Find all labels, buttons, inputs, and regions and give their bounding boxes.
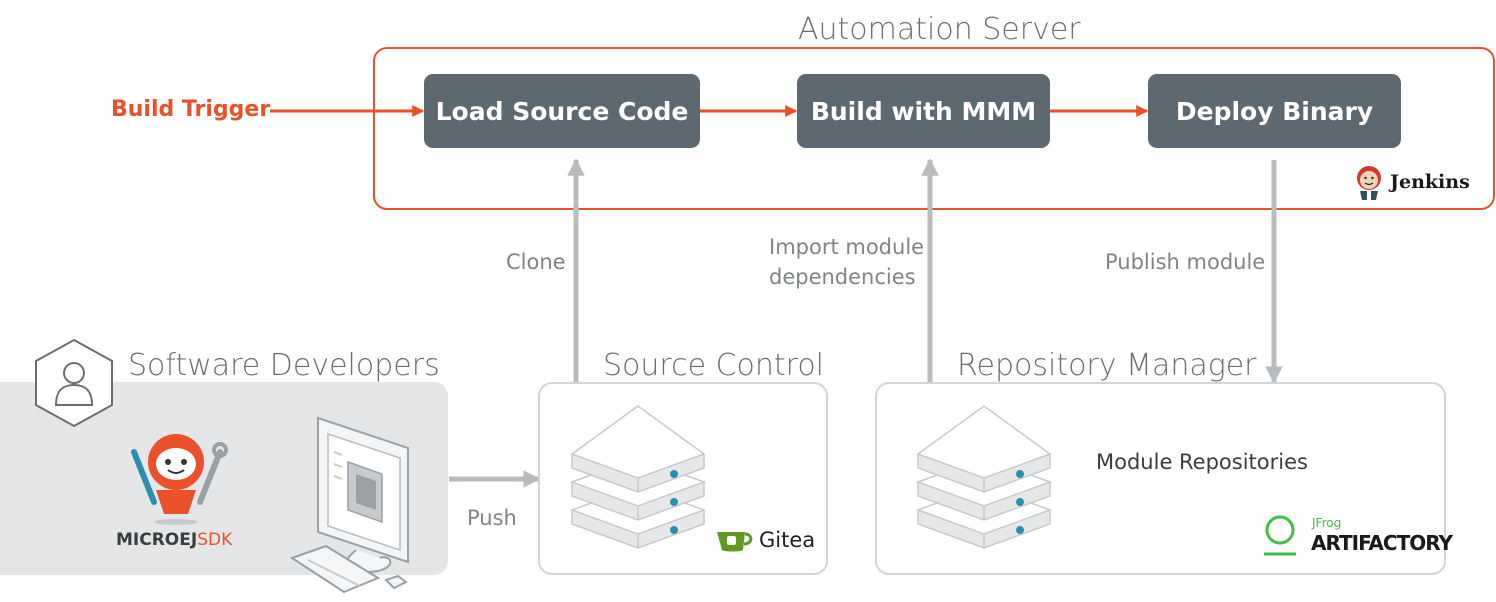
- step-load-source-code: Load Source Code: [424, 74, 700, 148]
- jfrog-ring-icon: [1264, 515, 1296, 556]
- gitea-cup-icon: [717, 532, 753, 552]
- source-control-title: Source Control: [603, 348, 825, 383]
- jfrog-label: JFrog: [1312, 516, 1342, 530]
- microej-brand: MICROEJ: [116, 530, 198, 550]
- automation-server-title: Automation Server: [798, 12, 1081, 47]
- developers-title: Software Developers: [128, 348, 440, 383]
- build-trigger-label: Build Trigger: [111, 97, 271, 122]
- import-label-line2: dependencies: [769, 265, 916, 289]
- gitea-wordmark: Gitea: [759, 528, 816, 552]
- computer-icon: [289, 416, 409, 594]
- automation-server-frame: [373, 47, 1495, 210]
- user-hexagon-icon: [35, 338, 113, 428]
- step-deploy-binary: Deploy Binary: [1148, 74, 1401, 148]
- microej-sdk-logo: MICROEJSDK: [116, 530, 232, 550]
- sdk-suffix: SDK: [197, 530, 233, 550]
- server-stack-icon: [569, 405, 707, 549]
- artifactory-logo: JFrog ARTIFACTORY: [1262, 514, 1453, 562]
- gitea-logo: Gitea: [715, 526, 825, 558]
- repository-manager-title: Repository Manager: [957, 348, 1257, 383]
- step-build-with-mmm: Build with MMM: [797, 74, 1050, 148]
- publish-label: Publish module: [1105, 250, 1266, 274]
- jenkins-wordmark: Jenkins: [1390, 171, 1470, 193]
- clone-label: Clone: [506, 250, 566, 274]
- import-label-line1: Import module: [769, 235, 925, 259]
- repository-server-stack-icon: [915, 405, 1053, 549]
- microej-mascot-icon: [131, 434, 228, 525]
- push-label: Push: [467, 506, 517, 530]
- module-repositories-label: Module Repositories: [1096, 450, 1308, 474]
- jenkins-butler-icon: [1357, 166, 1381, 200]
- jenkins-logo: Jenkins: [1352, 163, 1482, 201]
- artifactory-wordmark: ARTIFACTORY: [1311, 531, 1453, 555]
